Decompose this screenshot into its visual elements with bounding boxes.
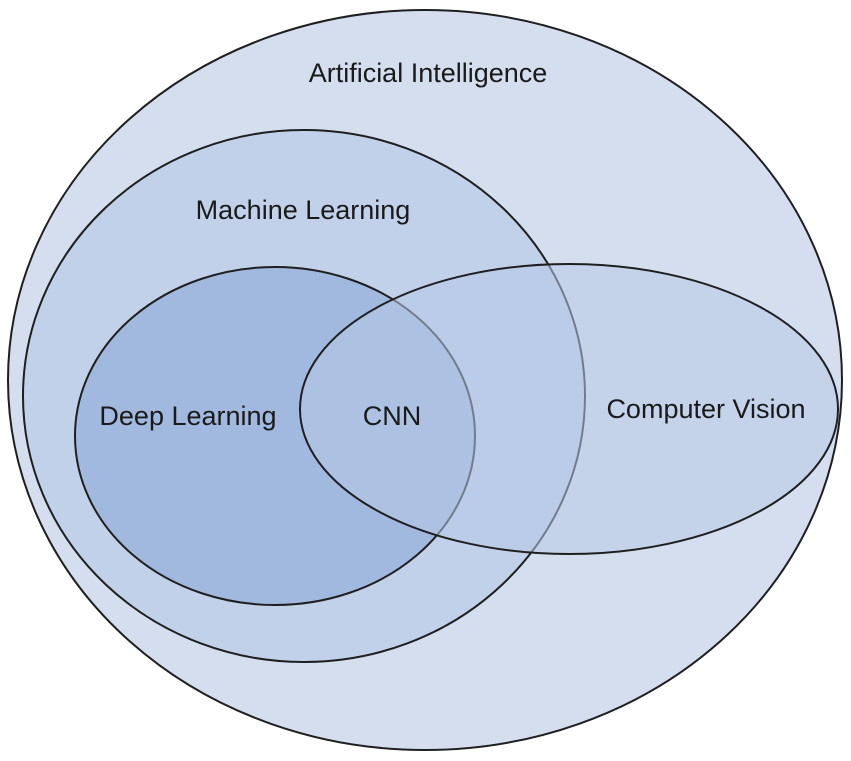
cnn-label: CNN xyxy=(363,401,422,431)
ml-label: Machine Learning xyxy=(196,195,411,225)
dl-label: Deep Learning xyxy=(99,401,276,431)
ai-label: Artificial Intelligence xyxy=(309,58,548,88)
cv-label: Computer Vision xyxy=(606,394,805,424)
cv-set-ellipse xyxy=(299,263,839,555)
